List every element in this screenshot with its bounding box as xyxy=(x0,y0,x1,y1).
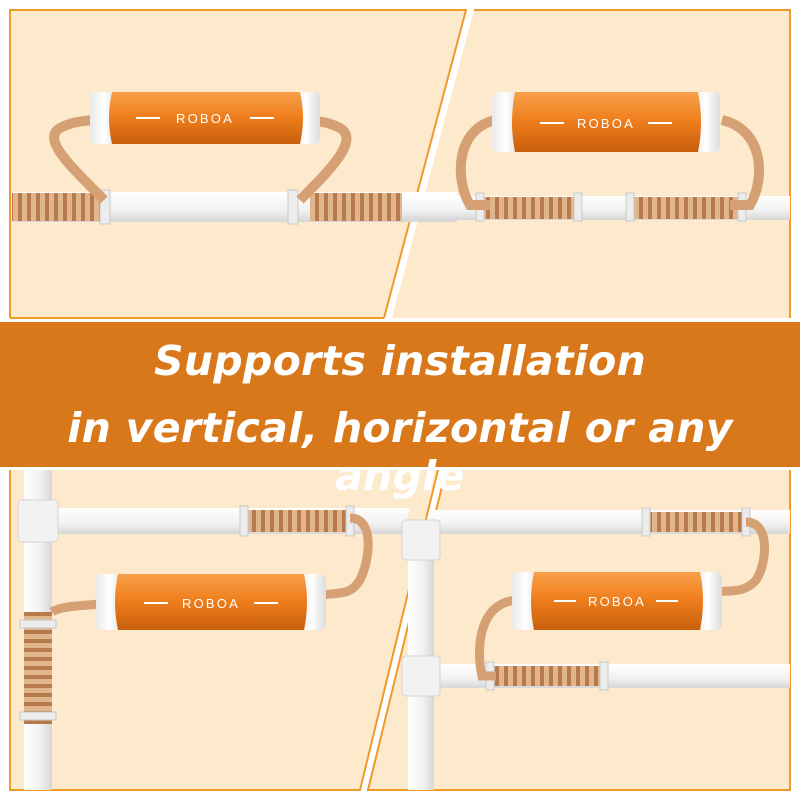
brand-label-top-right: ROBOA xyxy=(577,116,635,131)
banner-headline-line-1: Supports installation xyxy=(153,337,647,385)
top-right-scene: ROBOA xyxy=(404,92,790,222)
banner-headline-line-2: in vertical, horizontal or any angle xyxy=(67,404,733,500)
brand-label-bottom-left: ROBOA xyxy=(182,596,240,611)
bottom-left-scene: ROBOA xyxy=(17,470,410,790)
banner xyxy=(0,322,800,467)
brand-label-bottom-right: ROBOA xyxy=(588,594,646,609)
bottom-right-scene: ROBOA xyxy=(401,507,790,790)
accent-lines xyxy=(9,9,791,791)
panel-top-left xyxy=(10,10,466,318)
brand-label-top-left: ROBOA xyxy=(176,111,234,126)
panel-top-right xyxy=(392,10,790,318)
top-left-scene: ROBOA xyxy=(12,92,457,225)
